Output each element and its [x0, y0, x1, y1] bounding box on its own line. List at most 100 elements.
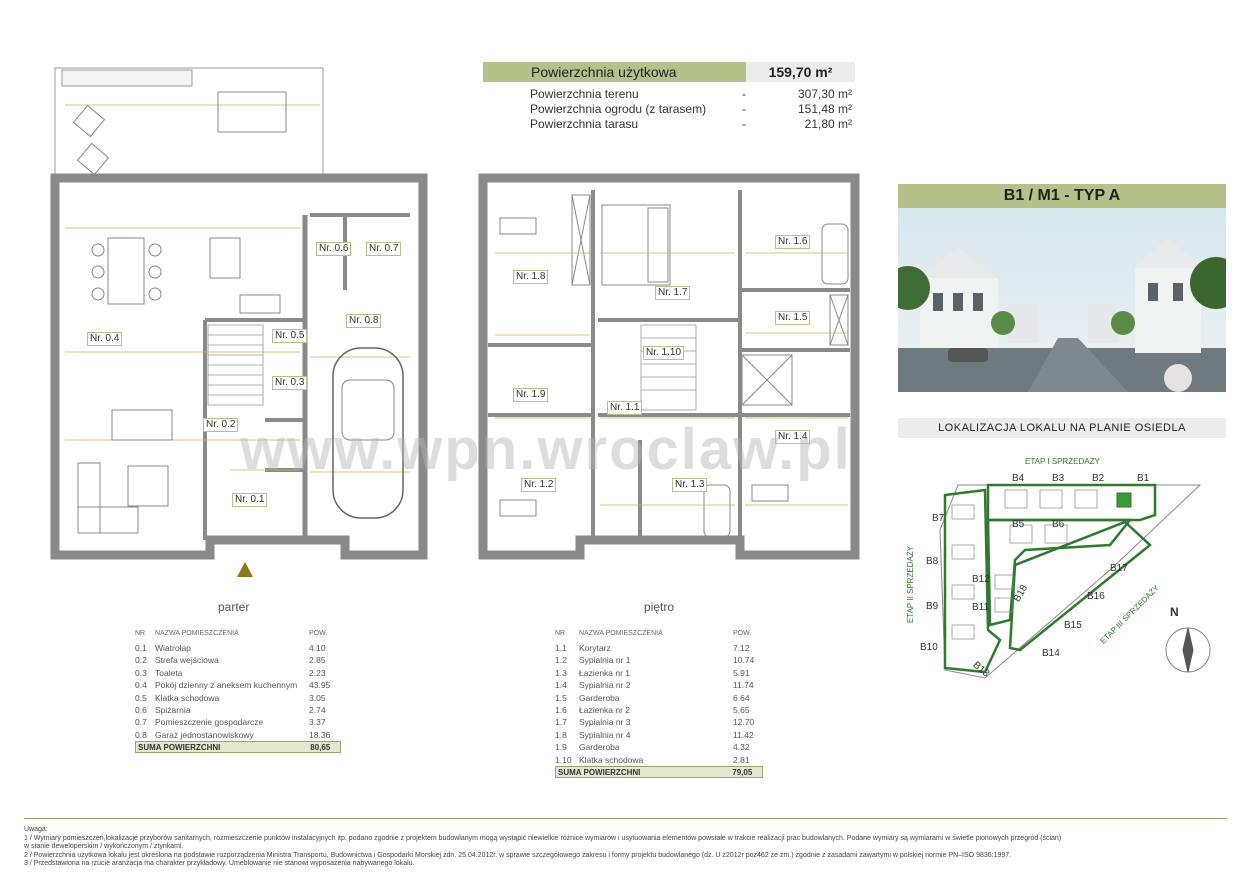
building-b12-label: B12 — [972, 574, 990, 585]
area-row-dash: - — [742, 87, 746, 101]
room-name: Klatka schodowa — [155, 692, 220, 703]
site-map-drawing — [939, 483, 1211, 679]
estate-photo — [898, 208, 1226, 392]
room-area: 5.65 — [733, 704, 750, 715]
area-row-dash: - — [742, 102, 746, 116]
area-row-name: Powierzchnia terenu — [530, 87, 639, 101]
room-tag-0-3: Nr. 0.3 — [272, 376, 308, 390]
building-b1-label: B1 — [1137, 473, 1150, 484]
room-tag-1-4: Nr. 1.4 — [775, 430, 811, 444]
location-title: LOKALIZACJA LOKALU NA PLANIE OSIEDLA — [898, 418, 1226, 438]
room-name: Pokój dzienny z aneksem kuchennym — [155, 680, 298, 691]
sum-row: SUMA POWIERZCHNI 80,65 — [135, 741, 341, 754]
area-row: Powierzchnia terenu - 307,30 m² — [530, 87, 860, 102]
room-tag-1-7: Nr. 1.7 — [655, 286, 691, 300]
room-tag-1-10: Nr. 1.10 — [643, 346, 685, 360]
room-number: 0.2 — [135, 655, 147, 666]
area-row-name: Powierzchnia ogrodu (z tarasem) — [530, 102, 707, 116]
room-number: 1.8 — [555, 729, 567, 740]
building-b11-label: B11 — [972, 602, 990, 613]
room-number: 0.1 — [135, 643, 147, 653]
col-area: POW. — [733, 630, 752, 637]
room-area: 4.10 — [309, 643, 326, 653]
room-number: 1.1 — [555, 643, 567, 653]
room-name: Klatka schodowa — [579, 754, 644, 765]
notes-line: 2 / Powierzchnia użytkowa lokalu jest ok… — [24, 851, 1012, 859]
room-name: Garderoba — [579, 692, 620, 703]
estate-photo-illustration — [898, 208, 1226, 392]
col-area: POW. — [309, 630, 328, 637]
room-name: Sypialnia nr 2 — [579, 680, 631, 691]
building-b5-label: B5 — [1012, 519, 1025, 530]
room-area: 11.42 — [733, 729, 754, 740]
room-number: 0.3 — [135, 667, 147, 678]
area-row-name: Powierzchnia tarasu — [530, 117, 639, 131]
room-area: 2.23 — [309, 667, 326, 678]
building-b4-label: B4 — [1012, 473, 1025, 484]
upper-floor-plan — [478, 173, 860, 560]
room-name: Sypialnia nr 3 — [579, 717, 631, 728]
room-tag-0-2: Nr. 0.2 — [203, 418, 239, 432]
room-number: 0.8 — [135, 729, 147, 740]
table-header: NR NAZWA POMIESZCZENIA POW. — [135, 630, 341, 642]
col-name: NAZWA POMIESZCZENIA — [155, 630, 239, 637]
room-tag-1-9: Nr. 1.9 — [513, 388, 549, 402]
room-name: Sypialnia nr 4 — [579, 729, 631, 740]
sum-value: 79,05 — [732, 767, 753, 777]
table-row: 1.3 Łazienka nr 1 5.91 — [555, 667, 763, 679]
room-name: Wiatrołap — [155, 643, 191, 653]
building-b9-label: B9 — [926, 601, 939, 612]
room-number: 1.10 — [555, 754, 572, 765]
room-number: 1.6 — [555, 704, 567, 715]
notes-line: 1 / Wymiary pomieszczeń,lokalizacje przy… — [24, 834, 1062, 842]
building-b10-label: B10 — [920, 642, 938, 653]
notes-line: w stanie deweloperskim / wykończonym / z… — [24, 843, 184, 851]
room-number: 0.6 — [135, 704, 147, 715]
room-name: Łazienka nr 1 — [579, 667, 631, 678]
room-name: Korytarz — [579, 643, 611, 653]
building-b2-label: B2 — [1092, 473, 1105, 484]
room-number: 1.3 — [555, 667, 567, 678]
room-name: Pomieszczenie gospodarcze — [155, 717, 264, 728]
sum-row: SUMA POWIERZCHNI 79,05 — [555, 765, 763, 778]
usable-area-header: Powierzchnia użytkowa 159,70 m² — [483, 62, 855, 82]
room-area: 6.64 — [733, 692, 750, 703]
room-number: 1.4 — [555, 680, 567, 691]
room-area: 43.95 — [309, 680, 331, 691]
table-header: NR NAZWA POMIESZCZENIA POW. — [555, 630, 763, 642]
room-name: Spiżarnia — [155, 704, 191, 715]
sum-value: 80,65 — [310, 743, 331, 753]
room-area: 12.70 — [733, 717, 755, 728]
room-area: 10.74 — [733, 655, 755, 666]
notes-divider — [24, 818, 1227, 819]
building-b6-label: B6 — [1052, 519, 1065, 530]
notes-title: Uwaga: — [24, 826, 48, 833]
area-row-value: 151,48 m² — [797, 102, 852, 116]
room-tag-0-6: Nr. 0.6 — [316, 242, 352, 256]
table-row: 1.8 Sypialnia nr 4 11.42 — [555, 729, 763, 741]
room-area: 2.85 — [309, 655, 326, 666]
room-tag-1-3: Nr. 1.3 — [672, 478, 708, 492]
room-name: Strefa wejściowa — [155, 655, 219, 666]
room-tag-1-8: Nr. 1.8 — [513, 270, 549, 284]
room-name: Garaż jednostanowiskowy — [155, 729, 254, 740]
usable-area-value: 159,70 m² — [746, 62, 855, 82]
ground-floor-plan — [50, 67, 428, 577]
area-row-value: 307,30 m² — [797, 87, 852, 101]
area-row-value: 21,80 m² — [804, 117, 852, 131]
usable-area-label: Powierzchnia użytkowa — [483, 62, 746, 82]
building-b16-label: B16 — [1087, 591, 1105, 602]
room-name: Toaleta — [155, 667, 183, 678]
room-area: 3.37 — [309, 717, 326, 728]
room-tag-0-5: Nr. 0.5 — [272, 329, 308, 343]
area-row-dash: - — [742, 117, 746, 131]
room-area: 5.91 — [733, 667, 750, 678]
table-row: 0.3 Toaleta 2.23 — [135, 667, 341, 679]
